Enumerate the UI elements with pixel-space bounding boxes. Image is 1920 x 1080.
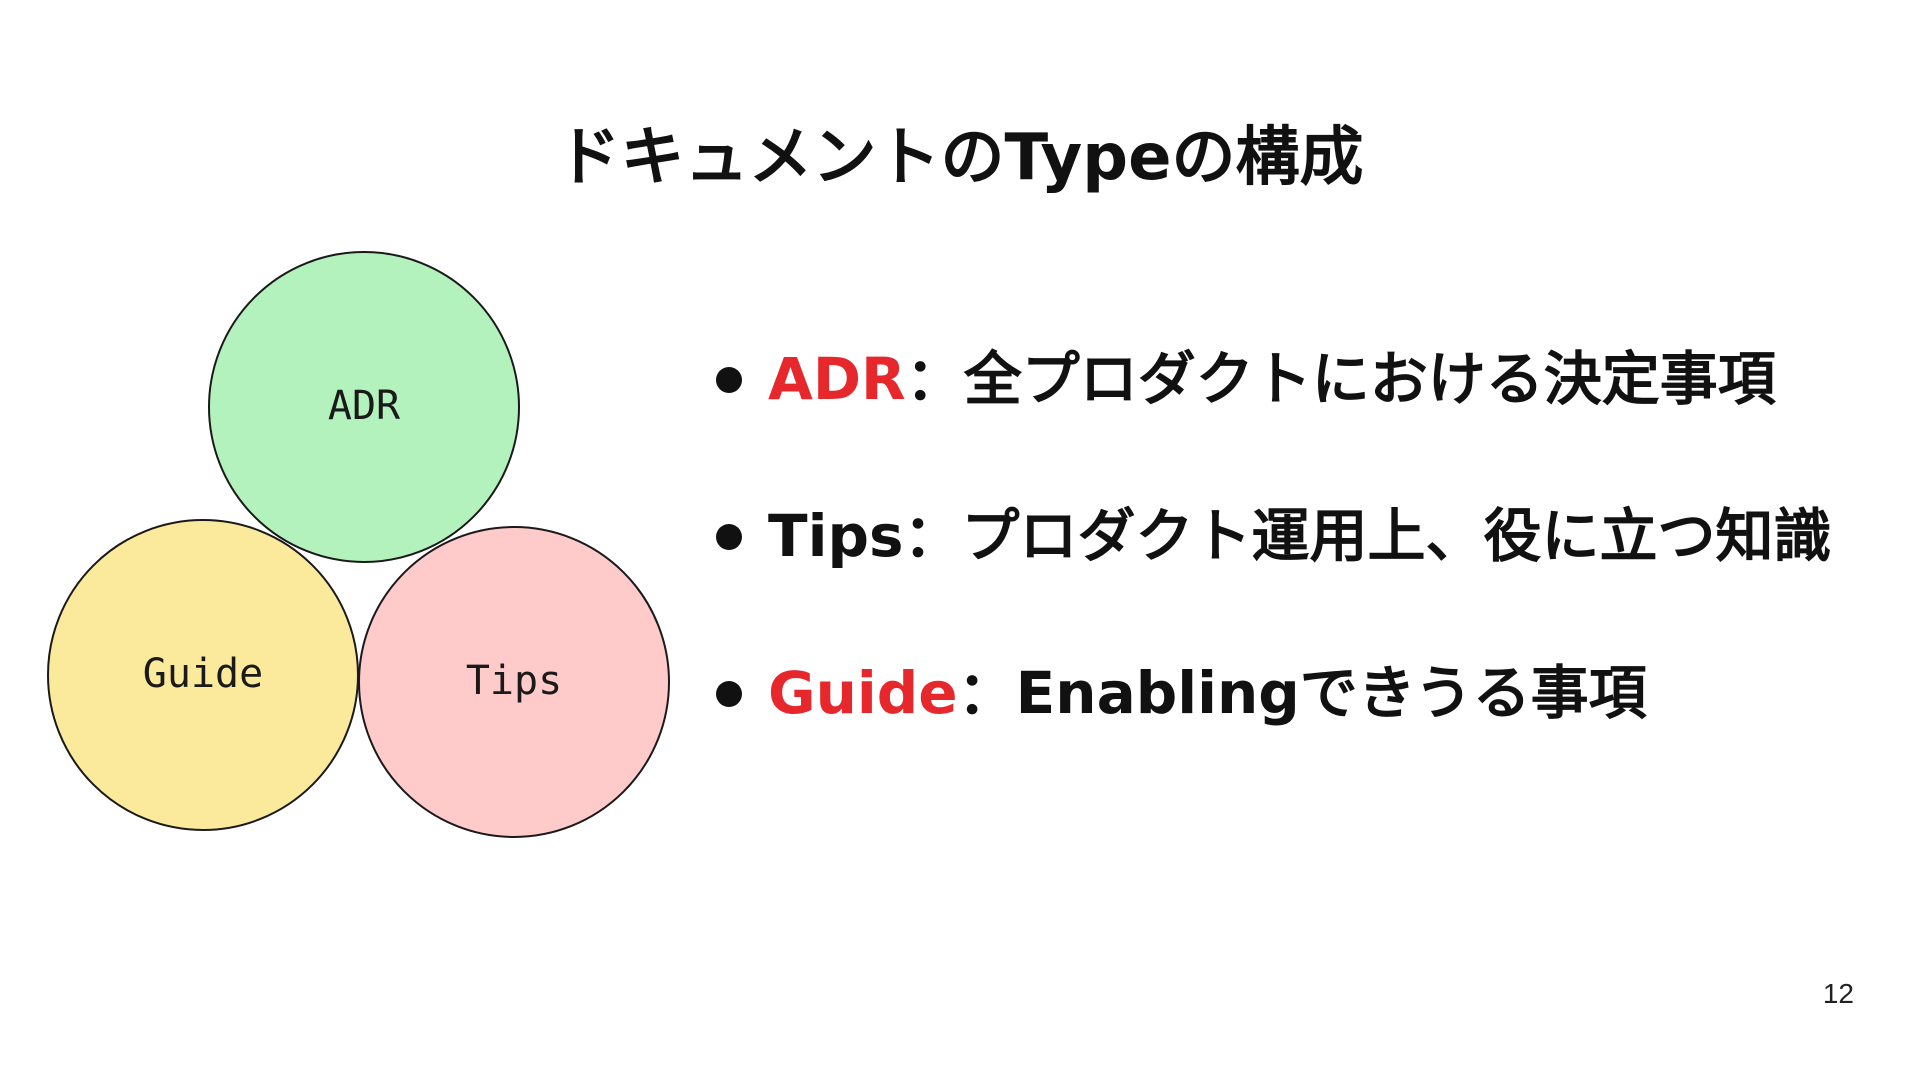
slide-title: ドキュメントのTypeの構成 [556,121,1364,195]
circle-tips: Tips [358,526,670,838]
bullet-dot-icon [716,367,742,393]
bullet-guide: Guide：Enablingできうる事項 [712,654,1912,732]
bullet-description-guide: Enablingできうる事項 [1015,659,1647,727]
bullet-description-adr: 全プロダクトにおける決定事項 [963,345,1776,413]
bullet-term-guide: Guide [768,659,958,727]
bullet-tips: Tips：プロダクト運用上、役に立つ知識 [712,497,1912,575]
circle-guide-shape [47,519,359,831]
circle-tips-shape [358,526,670,838]
type-diagram: ADR Guide Tips [47,251,670,838]
bullet-description-tips: プロダクト運用上、役に立つ知識 [961,502,1832,570]
bullet-separator: ： [957,659,1016,727]
bullet-dot-icon [716,524,742,550]
bullet-term-adr: ADR [768,345,906,413]
circle-guide-label: Guide [143,651,263,697]
circle-adr: ADR [208,251,520,563]
circle-adr-shape [208,251,520,563]
bullet-separator: ： [903,502,962,570]
bullet-adr: ADR：全プロダクトにおける決定事項 [712,340,1912,418]
bullet-list: ADR：全プロダクトにおける決定事項 Tips：プロダクト運用上、役に立つ知識 … [712,340,1912,811]
circle-guide: Guide [47,519,359,831]
page-number: 12 [1822,978,1854,1009]
bullet-dot-icon [716,681,742,707]
bullet-separator: ： [905,345,964,413]
circle-adr-label: ADR [328,383,401,429]
circle-tips-label: Tips [466,658,562,704]
bullet-term-tips: Tips [768,502,904,570]
